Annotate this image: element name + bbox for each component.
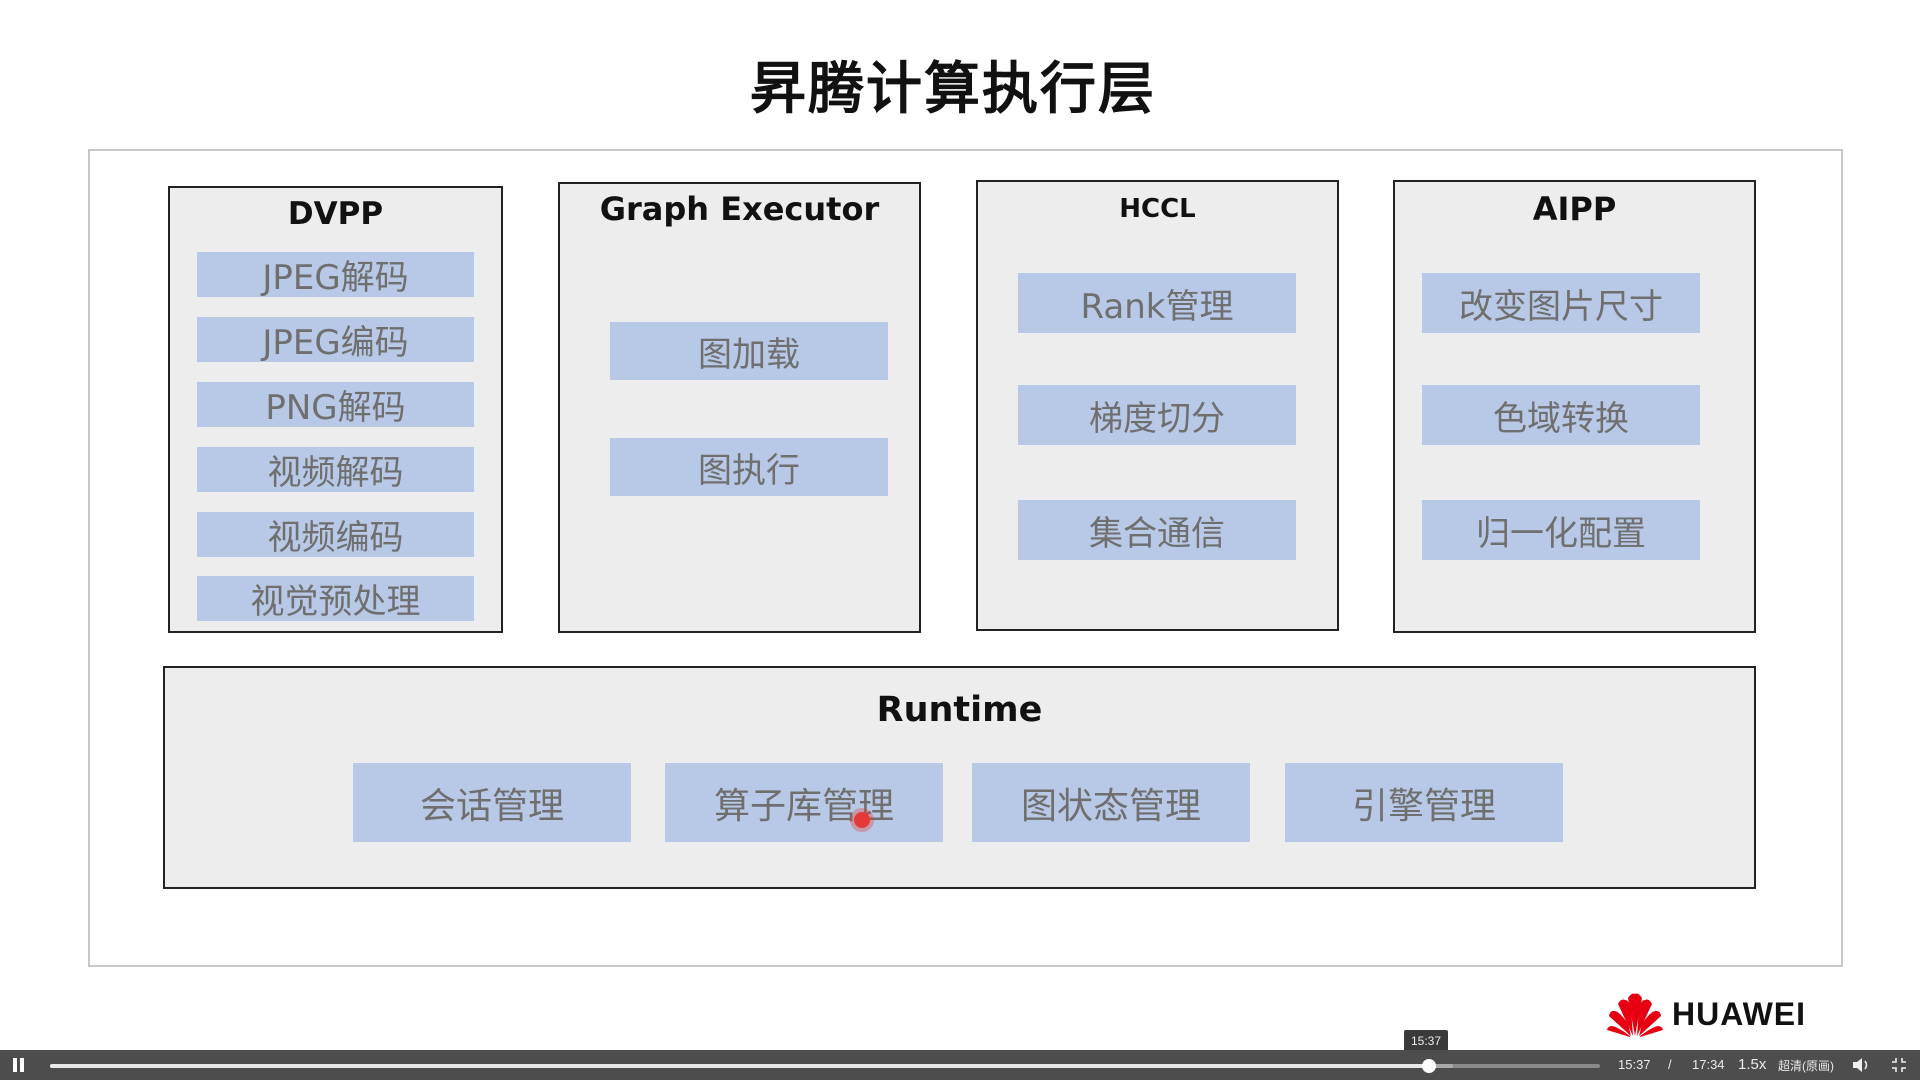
dvpp-item-video-encode: 视频编码	[197, 512, 474, 558]
pointer-highlight	[854, 812, 870, 828]
time-separator: /	[1668, 1057, 1672, 1072]
huawei-wordmark: HUAWEI	[1672, 995, 1806, 1032]
exit-fullscreen-icon[interactable]	[1892, 1058, 1906, 1072]
dvpp-title: DVPP	[287, 196, 384, 232]
aipp-title: AIPP	[1532, 190, 1617, 228]
video-controls: 15:37 / 17:34 1.5x 超清(原画)	[0, 1050, 1920, 1080]
dvpp-item-png-decode: PNG解码	[197, 382, 474, 428]
pause-button[interactable]	[12, 1058, 26, 1072]
dvpp-item-jpeg-encode: JPEG编码	[197, 317, 474, 363]
hccl-item-rank: Rank管理	[1018, 273, 1296, 333]
hccl-title: HCCL	[1119, 194, 1196, 224]
runtime-panel: Runtime 会话管理 算子库管理 图状态管理 引擎管理	[163, 666, 1756, 889]
runtime-item-op-library: 算子库管理	[665, 763, 943, 842]
aipp-panel: AIPP 改变图片尺寸 色域转换 归一化配置	[1393, 180, 1756, 633]
hccl-panel: HCCL Rank管理 梯度切分 集合通信	[976, 180, 1339, 631]
huawei-logo: HUAWEI	[1606, 990, 1806, 1038]
current-time: 15:37	[1618, 1057, 1651, 1072]
graph-executor-panel: Graph Executor 图加载 图执行	[558, 182, 921, 633]
seek-time-tooltip: 15:37	[1404, 1030, 1448, 1052]
runtime-item-session: 会话管理	[353, 763, 631, 842]
runtime-item-engine: 引擎管理	[1285, 763, 1563, 842]
runtime-item-graph-state: 图状态管理	[972, 763, 1250, 842]
speed-button[interactable]: 1.5x	[1738, 1056, 1767, 1073]
runtime-title: Runtime	[876, 690, 1043, 730]
aipp-item-color-space: 色域转换	[1422, 385, 1700, 445]
played-range	[50, 1064, 1429, 1068]
hccl-item-gradient-split: 梯度切分	[1018, 385, 1296, 445]
graph-executor-title: Graph Executor	[599, 190, 880, 228]
slide-title: 昇腾计算执行层	[750, 57, 1156, 122]
dvpp-item-video-decode: 视频解码	[197, 447, 474, 493]
huawei-petal-logo-icon	[1607, 993, 1663, 1037]
dvpp-panel: DVPP JPEG解码 JPEG编码 PNG解码 视频解码 视频编码 视觉预处理	[168, 186, 503, 633]
progress-bar[interactable]	[50, 1059, 1600, 1073]
aipp-item-resize: 改变图片尺寸	[1422, 273, 1700, 333]
hccl-item-collective-comm: 集合通信	[1018, 500, 1296, 560]
progress-handle[interactable]	[1421, 1059, 1436, 1073]
volume-icon[interactable]	[1852, 1058, 1870, 1072]
dvpp-item-vision-preprocess: 视觉预处理	[197, 576, 474, 622]
total-time: 17:34	[1692, 1057, 1725, 1072]
graph-item-load: 图加载	[610, 322, 888, 380]
dvpp-item-jpeg-decode: JPEG解码	[197, 252, 474, 298]
graph-item-execute: 图执行	[610, 438, 888, 496]
quality-button[interactable]: 超清(原画)	[1778, 1059, 1834, 1073]
aipp-item-normalize: 归一化配置	[1422, 500, 1700, 560]
